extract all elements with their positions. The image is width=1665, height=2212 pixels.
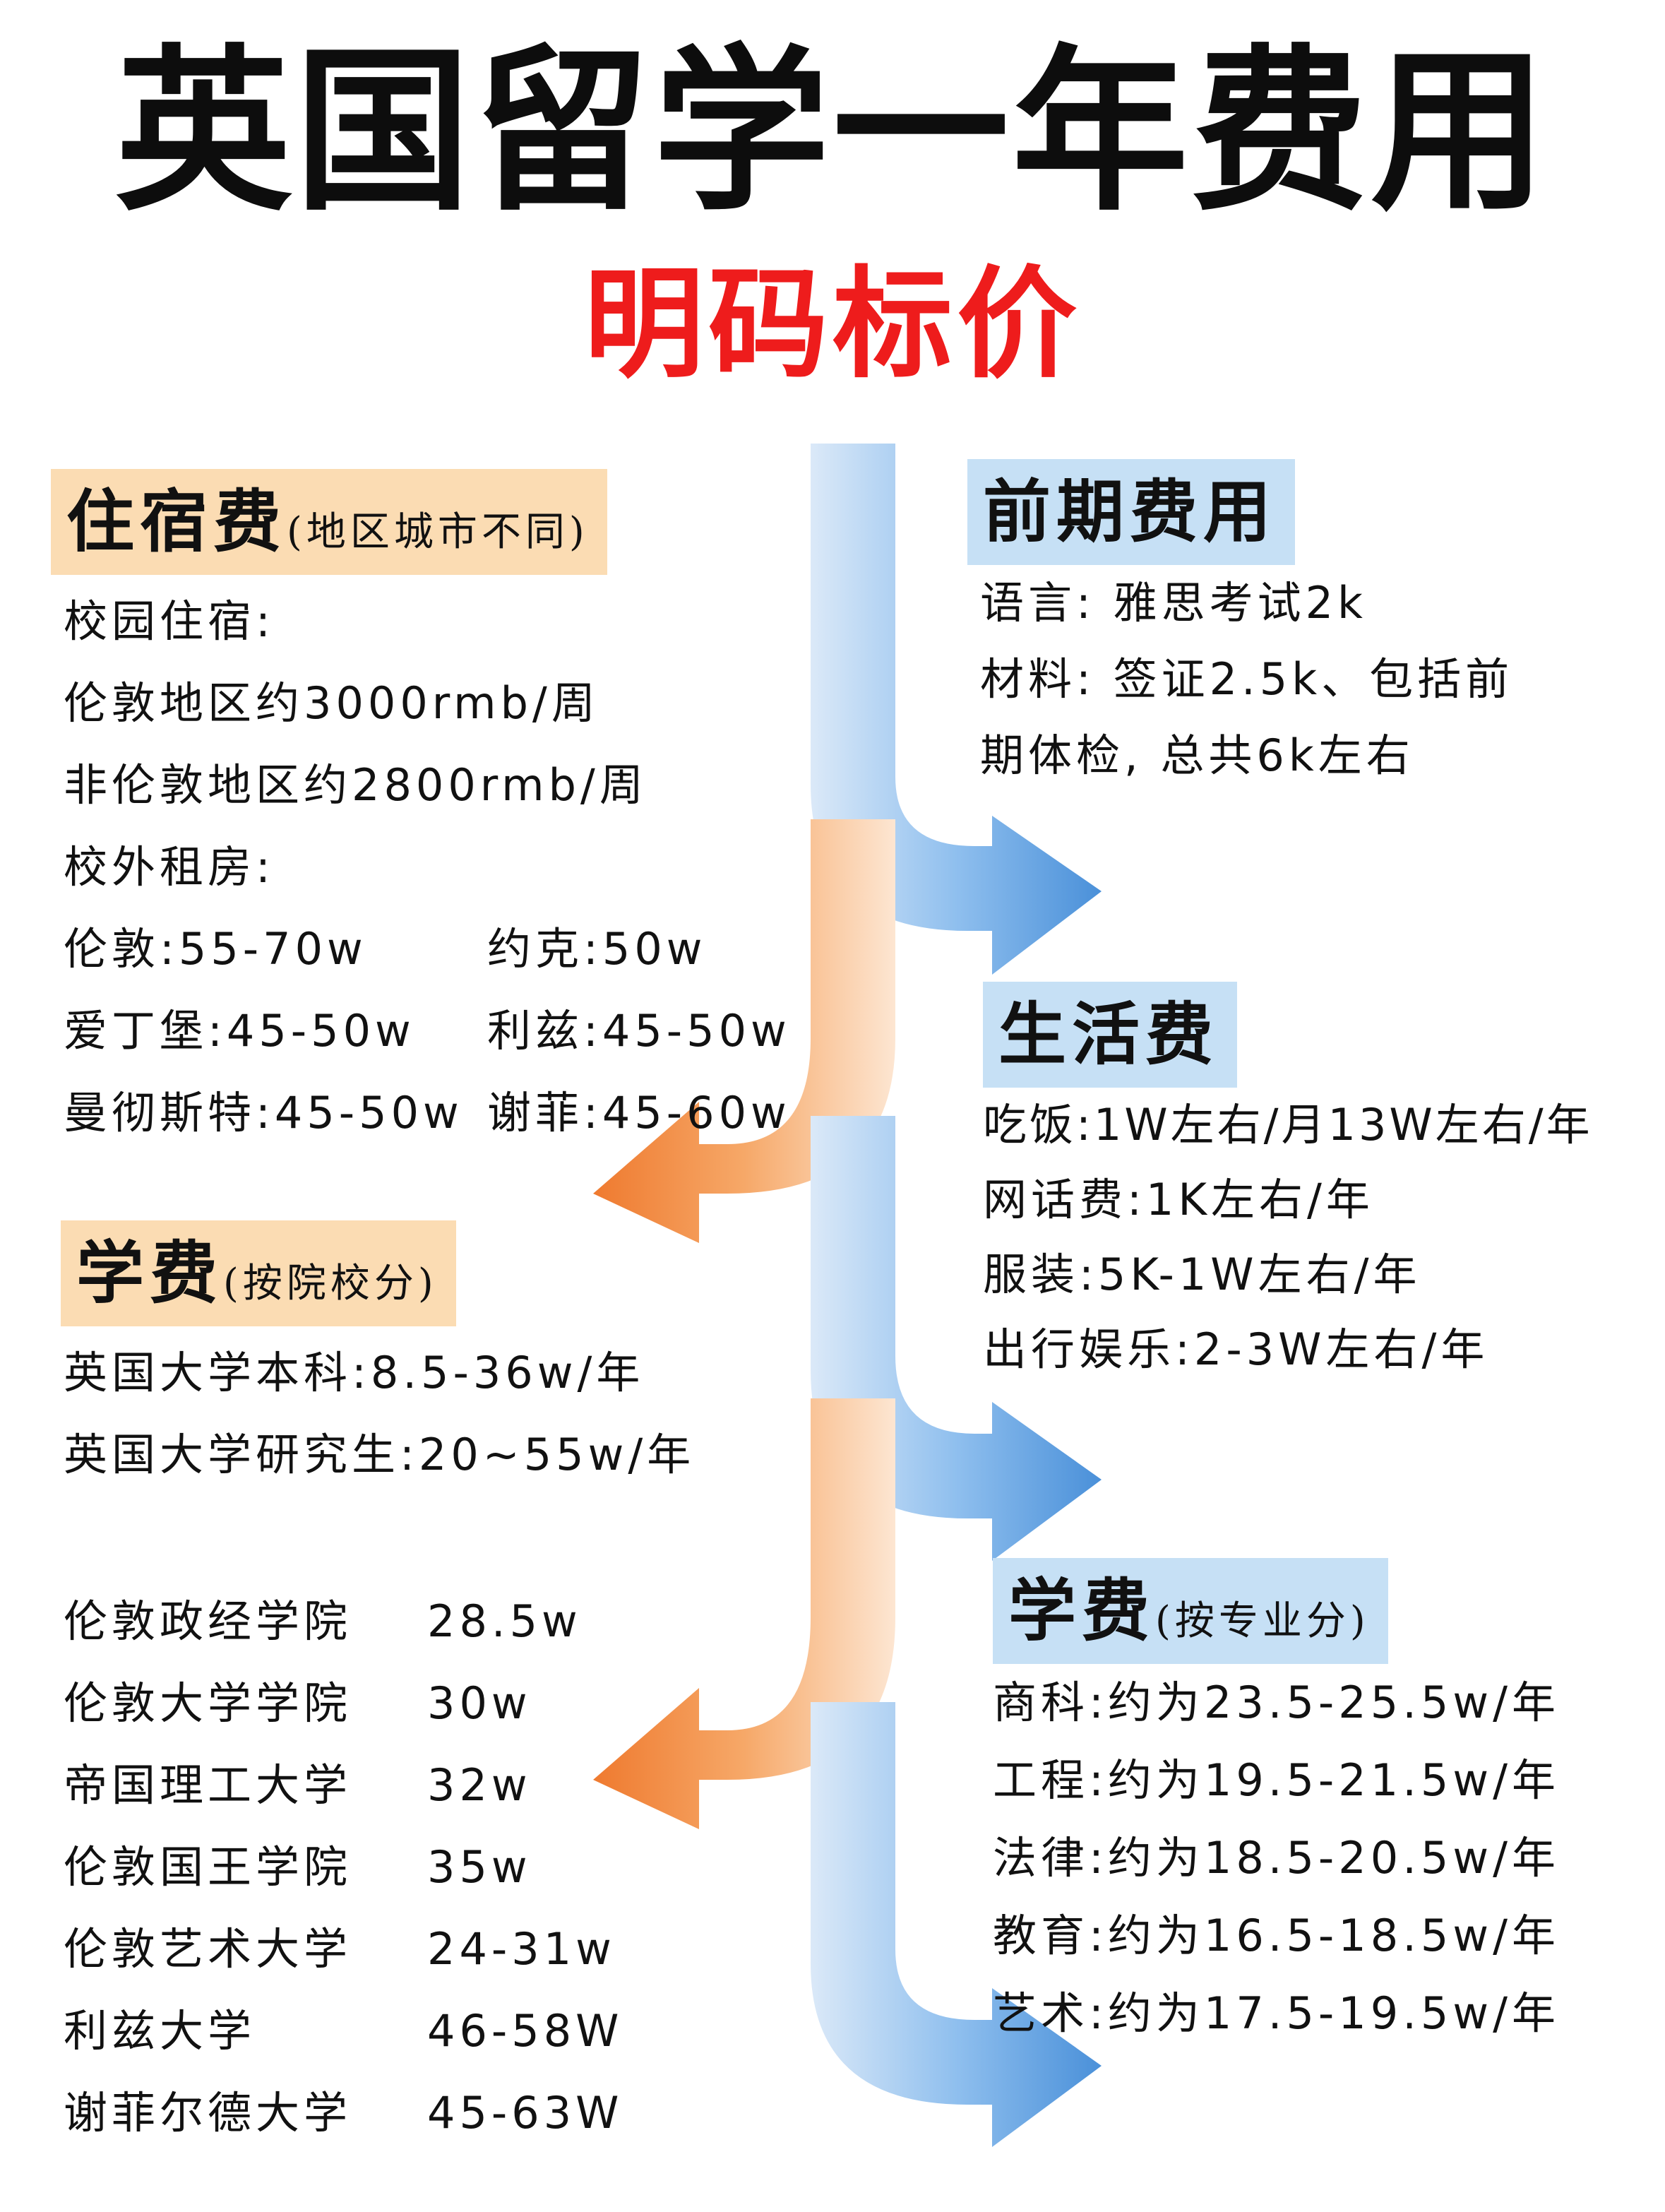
list-item: 英国大学本科:8.5-36w/年 xyxy=(64,1347,645,1398)
list-item: 校外租房: xyxy=(64,841,275,893)
spacer xyxy=(64,1496,695,1581)
school-name: 伦敦政经学院 xyxy=(64,1595,352,1647)
tuition-school-note: (按院校分) xyxy=(223,1261,438,1307)
school-row: 伦敦国王学院 35w xyxy=(64,1826,695,1908)
tuition-major-heading: 学费(按专业分) xyxy=(993,1558,1388,1664)
rent-row: 曼彻斯特:45-50w 谢菲:45-60w xyxy=(64,1072,791,1154)
school-row: 谢菲尔德大学 45-63W xyxy=(64,2072,695,2154)
tuition-major-note: (按专业分) xyxy=(1155,1598,1370,1644)
tuition-major-list: 商科:约为23.5-25.5w/年 工程:约为19.5-21.5w/年 法律:约… xyxy=(993,1664,1560,2052)
school-fee: 45-63W xyxy=(427,2087,623,2139)
school-row: 伦敦艺术大学 24-31w xyxy=(64,1908,695,1990)
school-row: 伦敦政经学院 28.5w xyxy=(64,1581,695,1663)
tuition-school-heading: 学费(按院校分) xyxy=(61,1220,456,1326)
accommodation-note: (地区城市不同) xyxy=(287,509,589,555)
rent-city: 曼彻斯特:45-50w xyxy=(64,1087,463,1138)
list-item: 语言: 雅思考试2k xyxy=(980,577,1367,629)
list-item: 商科:约为23.5-25.5w/年 xyxy=(993,1677,1560,1728)
rent-row: 伦敦:55-70w 约克:50w xyxy=(64,908,791,990)
list-item: 工程:约为19.5-21.5w/年 xyxy=(993,1754,1560,1806)
school-row: 帝国理工大学 32w xyxy=(64,1744,695,1826)
school-name: 伦敦大学学院 xyxy=(64,1677,352,1729)
list-item: 出行娱乐:2-3W左右/年 xyxy=(983,1324,1489,1375)
school-row: 伦敦大学学院 30w xyxy=(64,1663,695,1744)
tuition-major-section: 学费(按专业分) 商科:约为23.5-25.5w/年 工程:约为19.5-21.… xyxy=(993,1558,1560,2052)
page-subtitle: 明码标价 xyxy=(583,255,1081,395)
list-item: 非伦敦地区约2800rmb/周 xyxy=(64,759,648,811)
rent-city: 伦敦:55-70w xyxy=(64,923,367,975)
tuition-school-list: 英国大学本科:8.5-36w/年 英国大学研究生:20~55w/年 伦敦政经学院… xyxy=(64,1332,695,2154)
accommodation-heading: 住宿费(地区城市不同) xyxy=(51,469,607,575)
list-item: 校园住宿: xyxy=(64,595,275,647)
tuition-school-section: 学费(按院校分) 英国大学本科:8.5-36w/年 英国大学研究生:20~55w… xyxy=(61,1220,695,2154)
list-item: 艺术:约为17.5-19.5w/年 xyxy=(993,1987,1560,2039)
school-name: 伦敦国王学院 xyxy=(64,1841,352,1893)
rent-row: 爱丁堡:45-50w 利兹:45-50w xyxy=(64,990,791,1072)
page-title: 英国留学一年费用 xyxy=(115,27,1550,234)
rent-city: 约克:50w xyxy=(487,923,707,975)
rent-city: 利兹:45-50w xyxy=(487,1005,791,1057)
living-heading: 生活费 xyxy=(983,982,1237,1088)
blue-arrow-tuition-major xyxy=(811,1702,1102,2147)
living-list: 吃饭:1W左右/月13W左右/年 网话费:1K左右/年 服装:5K-1W左右/年… xyxy=(983,1088,1593,1387)
accommodation-section: 住宿费(地区城市不同) 校园住宿: 伦敦地区约3000rmb/周 非伦敦地区约2… xyxy=(51,469,791,1154)
school-fee: 28.5w xyxy=(427,1595,582,1647)
preliminary-section: 前期费用 语言: 雅思考试2k 材料: 签证2.5k、包括前 期体检, 总共6k… xyxy=(967,459,1513,794)
preliminary-list: 语言: 雅思考试2k 材料: 签证2.5k、包括前 期体检, 总共6k左右 xyxy=(980,565,1513,794)
school-row: 利兹大学 46-58W xyxy=(64,1990,695,2072)
school-name: 利兹大学 xyxy=(64,2005,256,2057)
list-item: 法律:约为18.5-20.5w/年 xyxy=(993,1832,1560,1884)
list-item: 吃饭:1W左右/月13W左右/年 xyxy=(983,1099,1593,1150)
school-name: 伦敦艺术大学 xyxy=(64,1923,352,1975)
school-name: 帝国理工大学 xyxy=(64,1759,352,1811)
rent-city: 爱丁堡:45-50w xyxy=(64,1005,415,1057)
rent-city: 谢菲:45-60w xyxy=(487,1087,791,1138)
list-item: 网话费:1K左右/年 xyxy=(983,1174,1374,1225)
school-fee: 32w xyxy=(427,1759,532,1811)
accommodation-list: 校园住宿: 伦敦地区约3000rmb/周 非伦敦地区约2800rmb/周 校外租… xyxy=(64,581,791,1154)
list-item: 服装:5K-1W左右/年 xyxy=(983,1249,1421,1300)
list-item: 英国大学研究生:20~55w/年 xyxy=(64,1429,696,1480)
school-name: 谢菲尔德大学 xyxy=(64,2087,352,2139)
list-item: 教育:约为16.5-18.5w/年 xyxy=(993,1910,1560,1961)
school-fee: 30w xyxy=(427,1677,532,1729)
living-section: 生活费 吃饭:1W左右/月13W左右/年 网话费:1K左右/年 服装:5K-1W… xyxy=(983,982,1593,1387)
list-item: 材料: 签证2.5k、包括前 xyxy=(980,653,1514,705)
school-fee: 35w xyxy=(427,1841,532,1893)
preliminary-heading: 前期费用 xyxy=(967,459,1295,565)
list-item: 期体检, 总共6k左右 xyxy=(980,730,1414,781)
list-item: 伦敦地区约3000rmb/周 xyxy=(64,677,599,729)
school-fee: 24-31w xyxy=(427,1923,616,1975)
school-fee: 46-58W xyxy=(427,2005,623,2057)
